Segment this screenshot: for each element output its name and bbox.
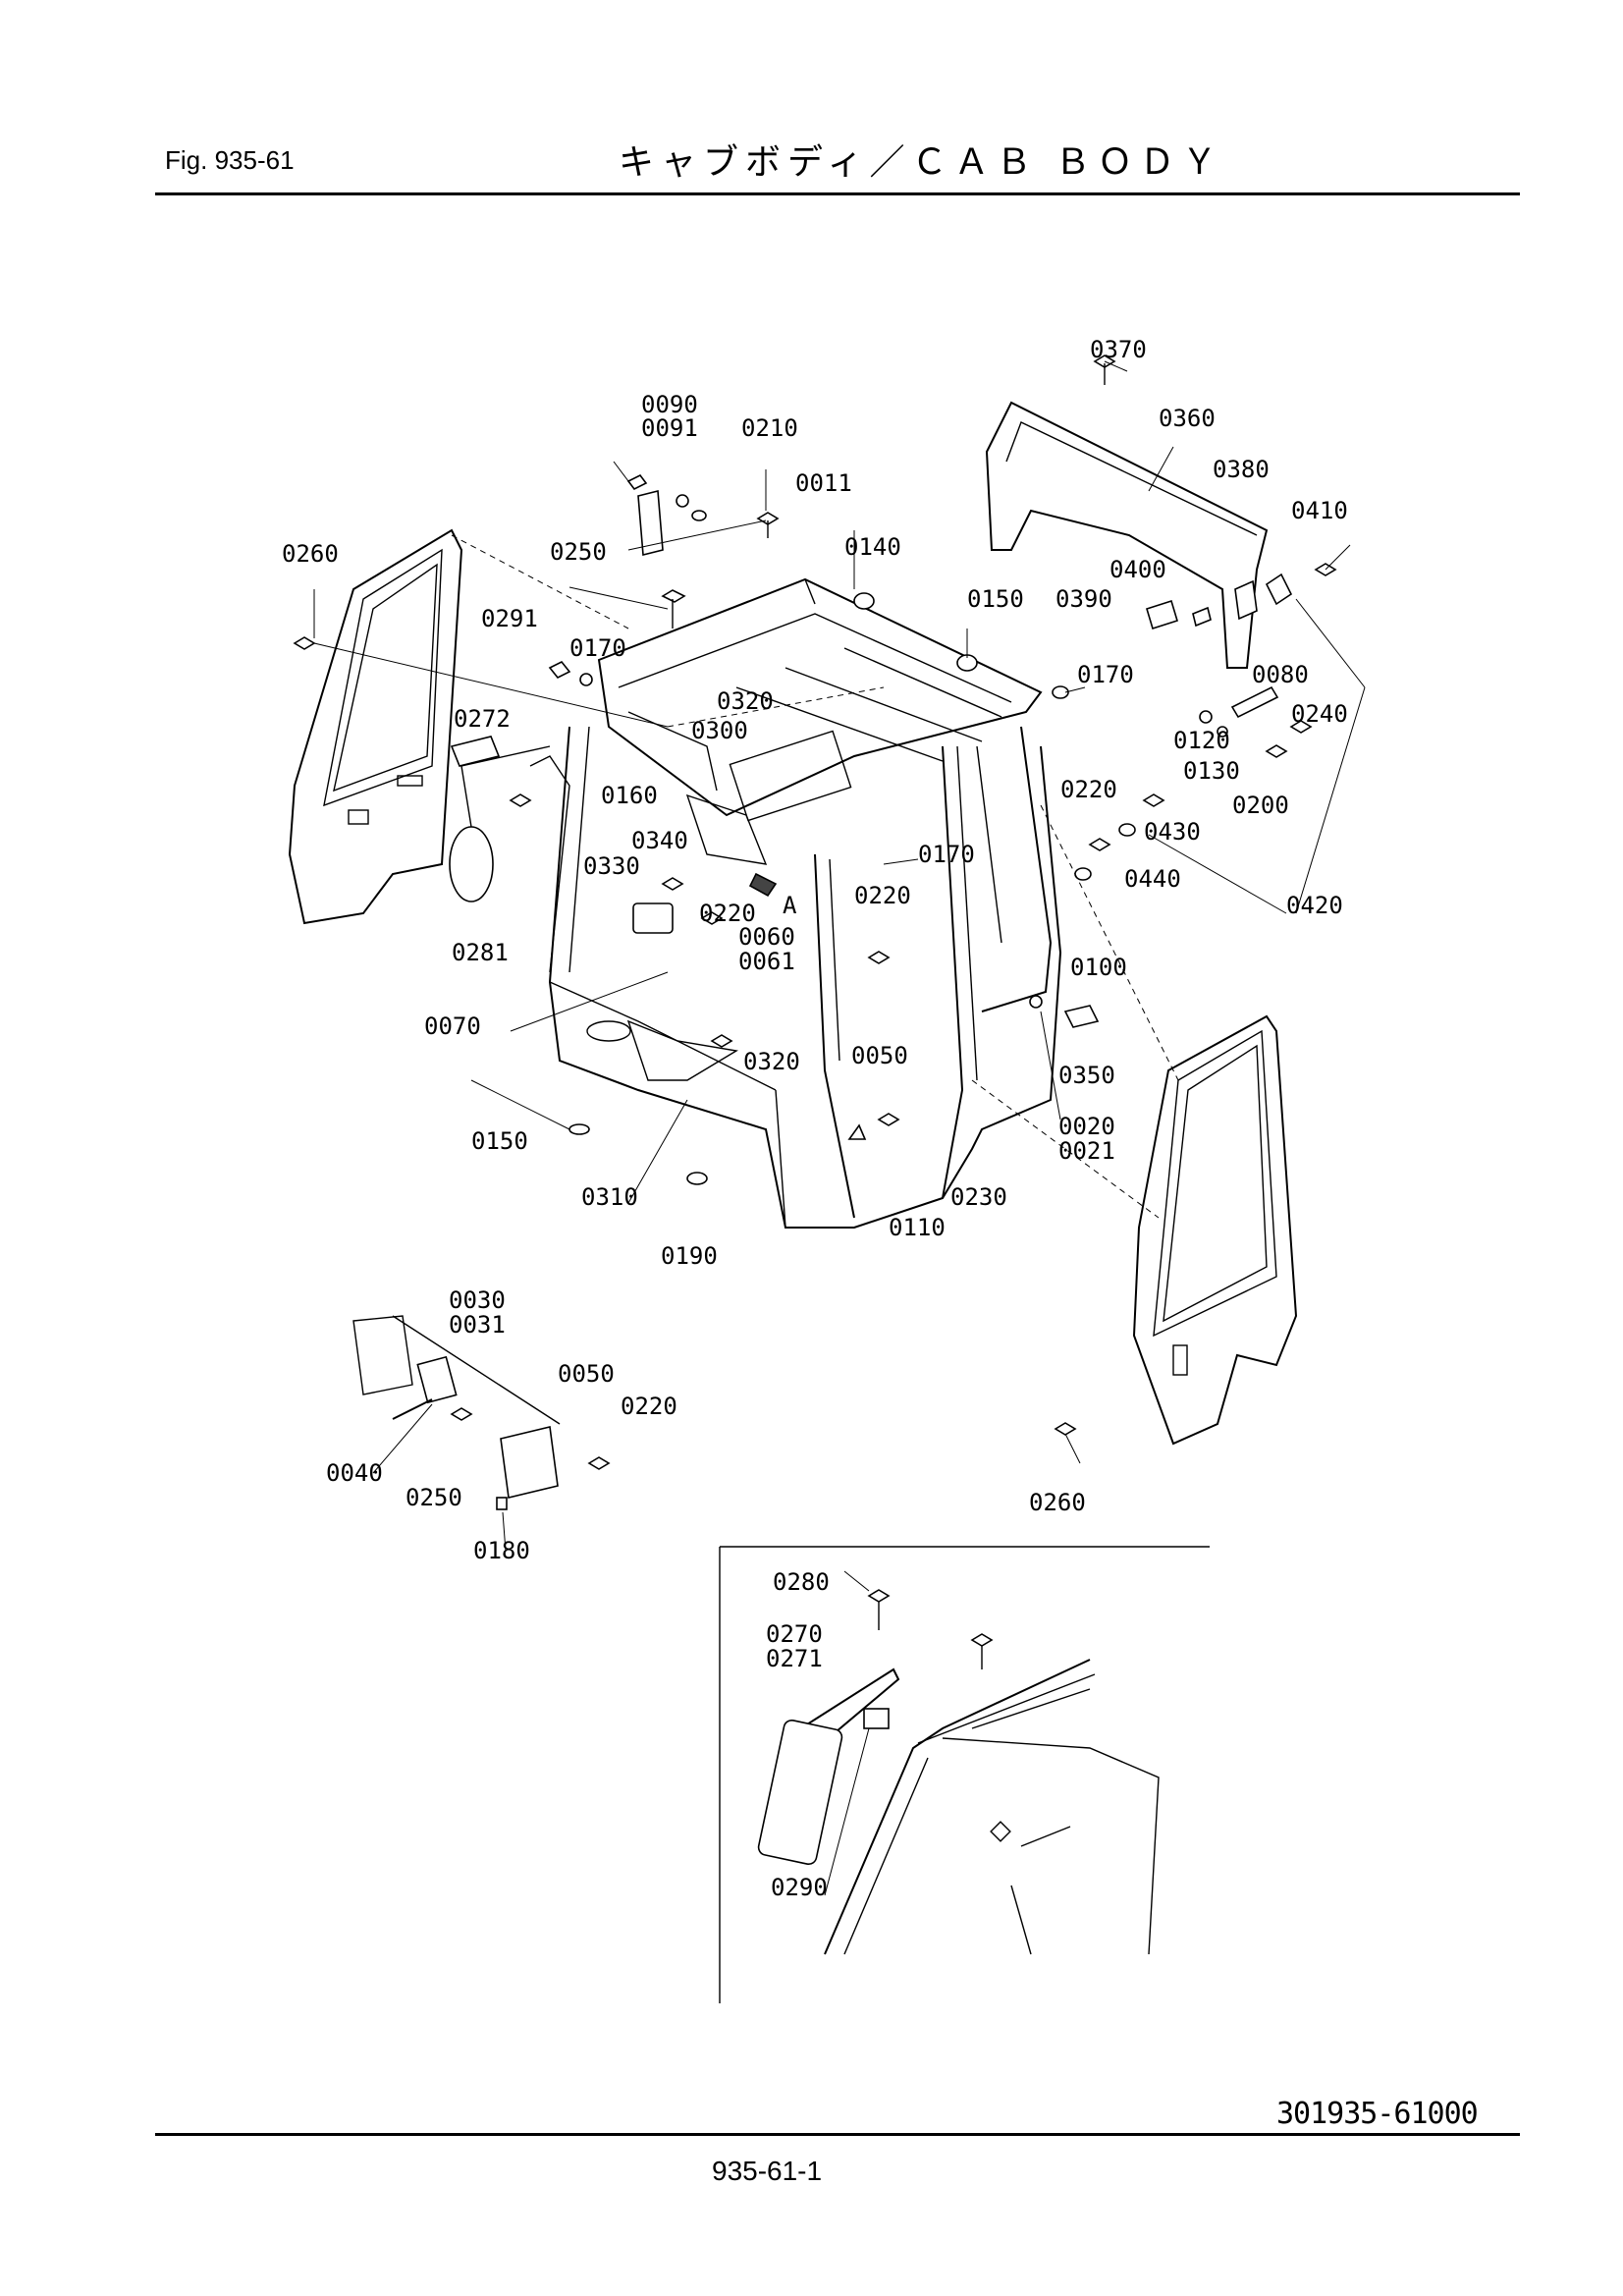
callout: 0280	[773, 1568, 830, 1596]
callout: 0170	[918, 841, 975, 868]
callout: 0320	[717, 687, 774, 715]
document-number: 301935-61000	[1276, 2097, 1479, 2131]
callout: 0300	[691, 717, 748, 744]
callout: 0060	[738, 923, 795, 951]
callout: 0340	[631, 827, 688, 854]
callout: 0430	[1144, 818, 1201, 846]
callout: 0220	[854, 882, 911, 909]
callout: 0291	[481, 605, 538, 632]
callout: 0040	[326, 1459, 383, 1487]
callout: 0230	[950, 1183, 1007, 1211]
callout: 0120	[1173, 727, 1230, 754]
cab-frame-drawing	[529, 577, 1062, 1229]
leader-lines	[313, 360, 1366, 1896]
callout: 0130	[1183, 757, 1240, 785]
header-rule	[155, 192, 1520, 195]
callout: 0020	[1058, 1113, 1115, 1140]
callout: 0400	[1109, 556, 1166, 583]
switch-detail-drawing	[352, 1315, 611, 1510]
right-door-drawing	[1132, 1014, 1298, 1446]
footer-rule	[155, 2133, 1520, 2136]
callout: 0271	[766, 1645, 823, 1672]
callout: 0031	[449, 1311, 506, 1339]
callout: 0021	[1058, 1137, 1115, 1165]
callout: 0080	[1252, 661, 1309, 688]
callout: 0360	[1159, 405, 1216, 432]
callout-labels: 0370 0090 0091 0210 0360 0011 0380 0410 …	[282, 336, 1348, 1901]
callout: 0380	[1213, 456, 1270, 483]
callout: 0110	[889, 1214, 946, 1241]
callout: 0440	[1124, 865, 1181, 893]
callout: 0370	[1090, 336, 1147, 363]
callout: 0050	[851, 1042, 908, 1069]
callout: 0100	[1070, 954, 1127, 981]
callout: 0150	[471, 1127, 528, 1155]
callout: 0050	[558, 1360, 615, 1388]
callout: 0220	[621, 1393, 677, 1420]
page-title: キャブボディ／ＣＡＢ ＢＯＤＹ	[619, 141, 1224, 182]
callout: 0272	[454, 705, 511, 733]
callout: 0270	[766, 1620, 823, 1648]
callout: 0140	[844, 533, 901, 561]
hardware-parts	[293, 355, 1337, 1436]
callout: 0250	[550, 538, 607, 566]
callout: 0260	[1029, 1489, 1086, 1516]
callout: 0250	[406, 1484, 462, 1511]
callout: 0210	[741, 414, 798, 442]
callout: 0320	[743, 1048, 800, 1075]
page-number: 935-61-1	[712, 2156, 823, 2186]
callout: 0070	[424, 1012, 481, 1040]
callout: 0090	[641, 391, 698, 418]
callout: 0091	[641, 414, 698, 442]
mirror-detail-box	[719, 1546, 1210, 2003]
rear-panel-drawing	[985, 401, 1269, 669]
callout: 0410	[1291, 497, 1348, 524]
view-marker: A	[783, 892, 797, 919]
callout: 0150	[967, 585, 1024, 613]
callout: 0160	[601, 782, 658, 809]
callout: 0330	[583, 852, 640, 880]
callout: 0260	[282, 540, 339, 568]
callout: 0061	[738, 948, 795, 975]
callout: 0220	[699, 900, 756, 927]
callout: 0420	[1286, 892, 1343, 919]
callout: 0180	[473, 1537, 530, 1564]
callout: 0310	[581, 1183, 638, 1211]
callout: 0281	[452, 939, 509, 966]
callout: 0350	[1058, 1062, 1115, 1089]
left-door-drawing	[288, 528, 463, 925]
callout: 0170	[569, 634, 626, 662]
callout: 0220	[1060, 776, 1117, 803]
callout: 0390	[1055, 585, 1112, 613]
callout: 0290	[771, 1874, 828, 1901]
callout: 0240	[1291, 700, 1348, 728]
callout: 0190	[661, 1242, 718, 1270]
callout: 0170	[1077, 661, 1134, 688]
figure-number: Fig. 935-61	[165, 145, 295, 175]
callout: 0011	[795, 469, 852, 497]
callout: 0030	[449, 1286, 506, 1314]
callout: 0200	[1232, 792, 1289, 819]
